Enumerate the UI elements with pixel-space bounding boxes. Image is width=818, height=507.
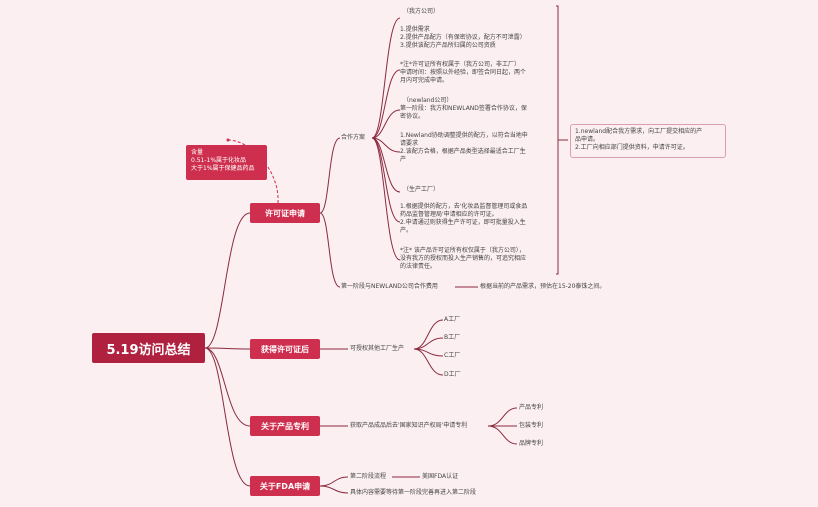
factory-note-block[interactable]: *注* 该产品许可证所有权仅属于（我方公司）， 没有我方的授权而投入生产销售的，…: [400, 247, 552, 271]
text-line: 2.提供产品配方（有保密协议，配方不可泄露）: [400, 34, 526, 41]
text-line: *注*许可证所有权属于（我方公司，非工厂）: [400, 61, 521, 68]
fda-cert[interactable]: 美国FDA认证: [422, 473, 459, 480]
text-line: 3.提供该配方产品所归属的公司资质: [400, 42, 496, 49]
factory-c[interactable]: C工厂: [444, 352, 461, 359]
text-line: 的法律责任。: [400, 263, 437, 270]
text-line: 1.Newland协助调整提供的配方，以符合当地申: [400, 132, 528, 139]
patent-brand[interactable]: 品牌专利: [519, 440, 544, 447]
content-note[interactable]: 含量 0.51-1%属于化妆品 大于1%属于保健品药品: [186, 145, 267, 180]
ours-block[interactable]: 1.提供需求 2.提供产品配方（有保密协议，配方不可泄露） 3.提供该配方产品所…: [400, 26, 550, 50]
summary-box[interactable]: 1.newland配合我方需求，向工厂提交相应的产 品申请。 2.工厂向相应部门…: [570, 124, 726, 158]
text-line: 1.newland配合我方需求，向工厂提交相应的产: [575, 128, 703, 135]
factory-title[interactable]: （生产工厂）: [403, 186, 440, 193]
fee-label[interactable]: 第一阶段与NEWLAND公司合作费用: [341, 283, 438, 290]
factory-a[interactable]: A工厂: [444, 316, 461, 323]
text-line: 品申请。: [575, 136, 600, 143]
text-line: 1.根据提供的配方，去'化妆品监督管理司或食品: [400, 203, 528, 210]
note-line: 0.51-1%属于化妆品: [191, 157, 247, 164]
text-line: 没有我方的授权而投入生产销售的，可追究相应: [400, 255, 527, 262]
fda-note[interactable]: 具体内容需要等待第一阶段完善再进入第二阶段: [350, 489, 477, 496]
stage2-label[interactable]: 第二阶段流程: [350, 473, 387, 480]
text-line: 药品监督管理局'申请相应的许可证。: [400, 211, 498, 218]
patent-node[interactable]: 关于产品专利: [250, 416, 320, 436]
root-node[interactable]: 5.19访问总结: [92, 333, 205, 363]
factory-d[interactable]: D工厂: [444, 371, 461, 378]
text-line: 2.申请通过则获得生产许可证，即可批量投入生: [400, 219, 526, 226]
text-line: 2.该配方合格，根据产品类型选择最适合工厂生: [400, 148, 526, 155]
note-line: 含量: [191, 149, 204, 156]
fda-node[interactable]: 关于FDA申请: [250, 476, 320, 496]
ours-title[interactable]: （我方公司）: [403, 8, 440, 15]
text-line: 1.提供需求: [400, 26, 430, 33]
text-line: 产: [400, 156, 407, 163]
note-line: 大于1%属于保健品药品: [191, 165, 255, 172]
ours-note-block[interactable]: *注*许可证所有权属于（我方公司，非工厂） 申请时间：按照以外经验，即签合同日起…: [400, 61, 552, 85]
patent-product[interactable]: 产品专利: [519, 404, 544, 411]
text-line: 2.工厂向相应部门提供资料，申请许可证。: [575, 144, 689, 151]
patent-package[interactable]: 包装专利: [519, 422, 544, 429]
text-line: 申请时间：按照以外经验，即签合同日起，两个: [400, 69, 527, 76]
newland-block[interactable]: 第一阶段：我方和NEWLAND签署合作协议，保 密协议。: [400, 105, 552, 121]
text-line: *注* 该产品许可证所有权仅属于（我方公司），: [400, 247, 525, 254]
after-license-node[interactable]: 获得许可证后: [250, 339, 320, 359]
text-line: 产。: [400, 227, 413, 234]
text-line: 第一阶段：我方和NEWLAND签署合作协议，保: [400, 105, 527, 112]
fee-value[interactable]: 根据当前的产品需求，预估在15-20泰铢之间。: [480, 283, 606, 290]
text-line: 请要求: [400, 140, 419, 147]
authorize-label[interactable]: 可授权其他工厂生产: [350, 345, 405, 352]
text-line: 密协议。: [400, 113, 425, 120]
factory-block[interactable]: 1.根据提供的配方，去'化妆品监督管理司或食品 药品监督管理局'申请相应的许可证…: [400, 203, 552, 235]
text-line: 月内可完成申请。: [400, 77, 449, 84]
coop-plan-label[interactable]: 合作方案: [341, 134, 366, 141]
factory-b[interactable]: B工厂: [444, 334, 461, 341]
newland-steps-block[interactable]: 1.Newland协助调整提供的配方，以符合当地申 请要求 2.该配方合格，根据…: [400, 132, 552, 164]
newland-title[interactable]: （newland公司）: [403, 97, 453, 104]
patent-desc[interactable]: 获取产品成品后去'国家知识产权局'申请专利: [350, 422, 468, 429]
license-node[interactable]: 许可证申请: [250, 203, 320, 223]
